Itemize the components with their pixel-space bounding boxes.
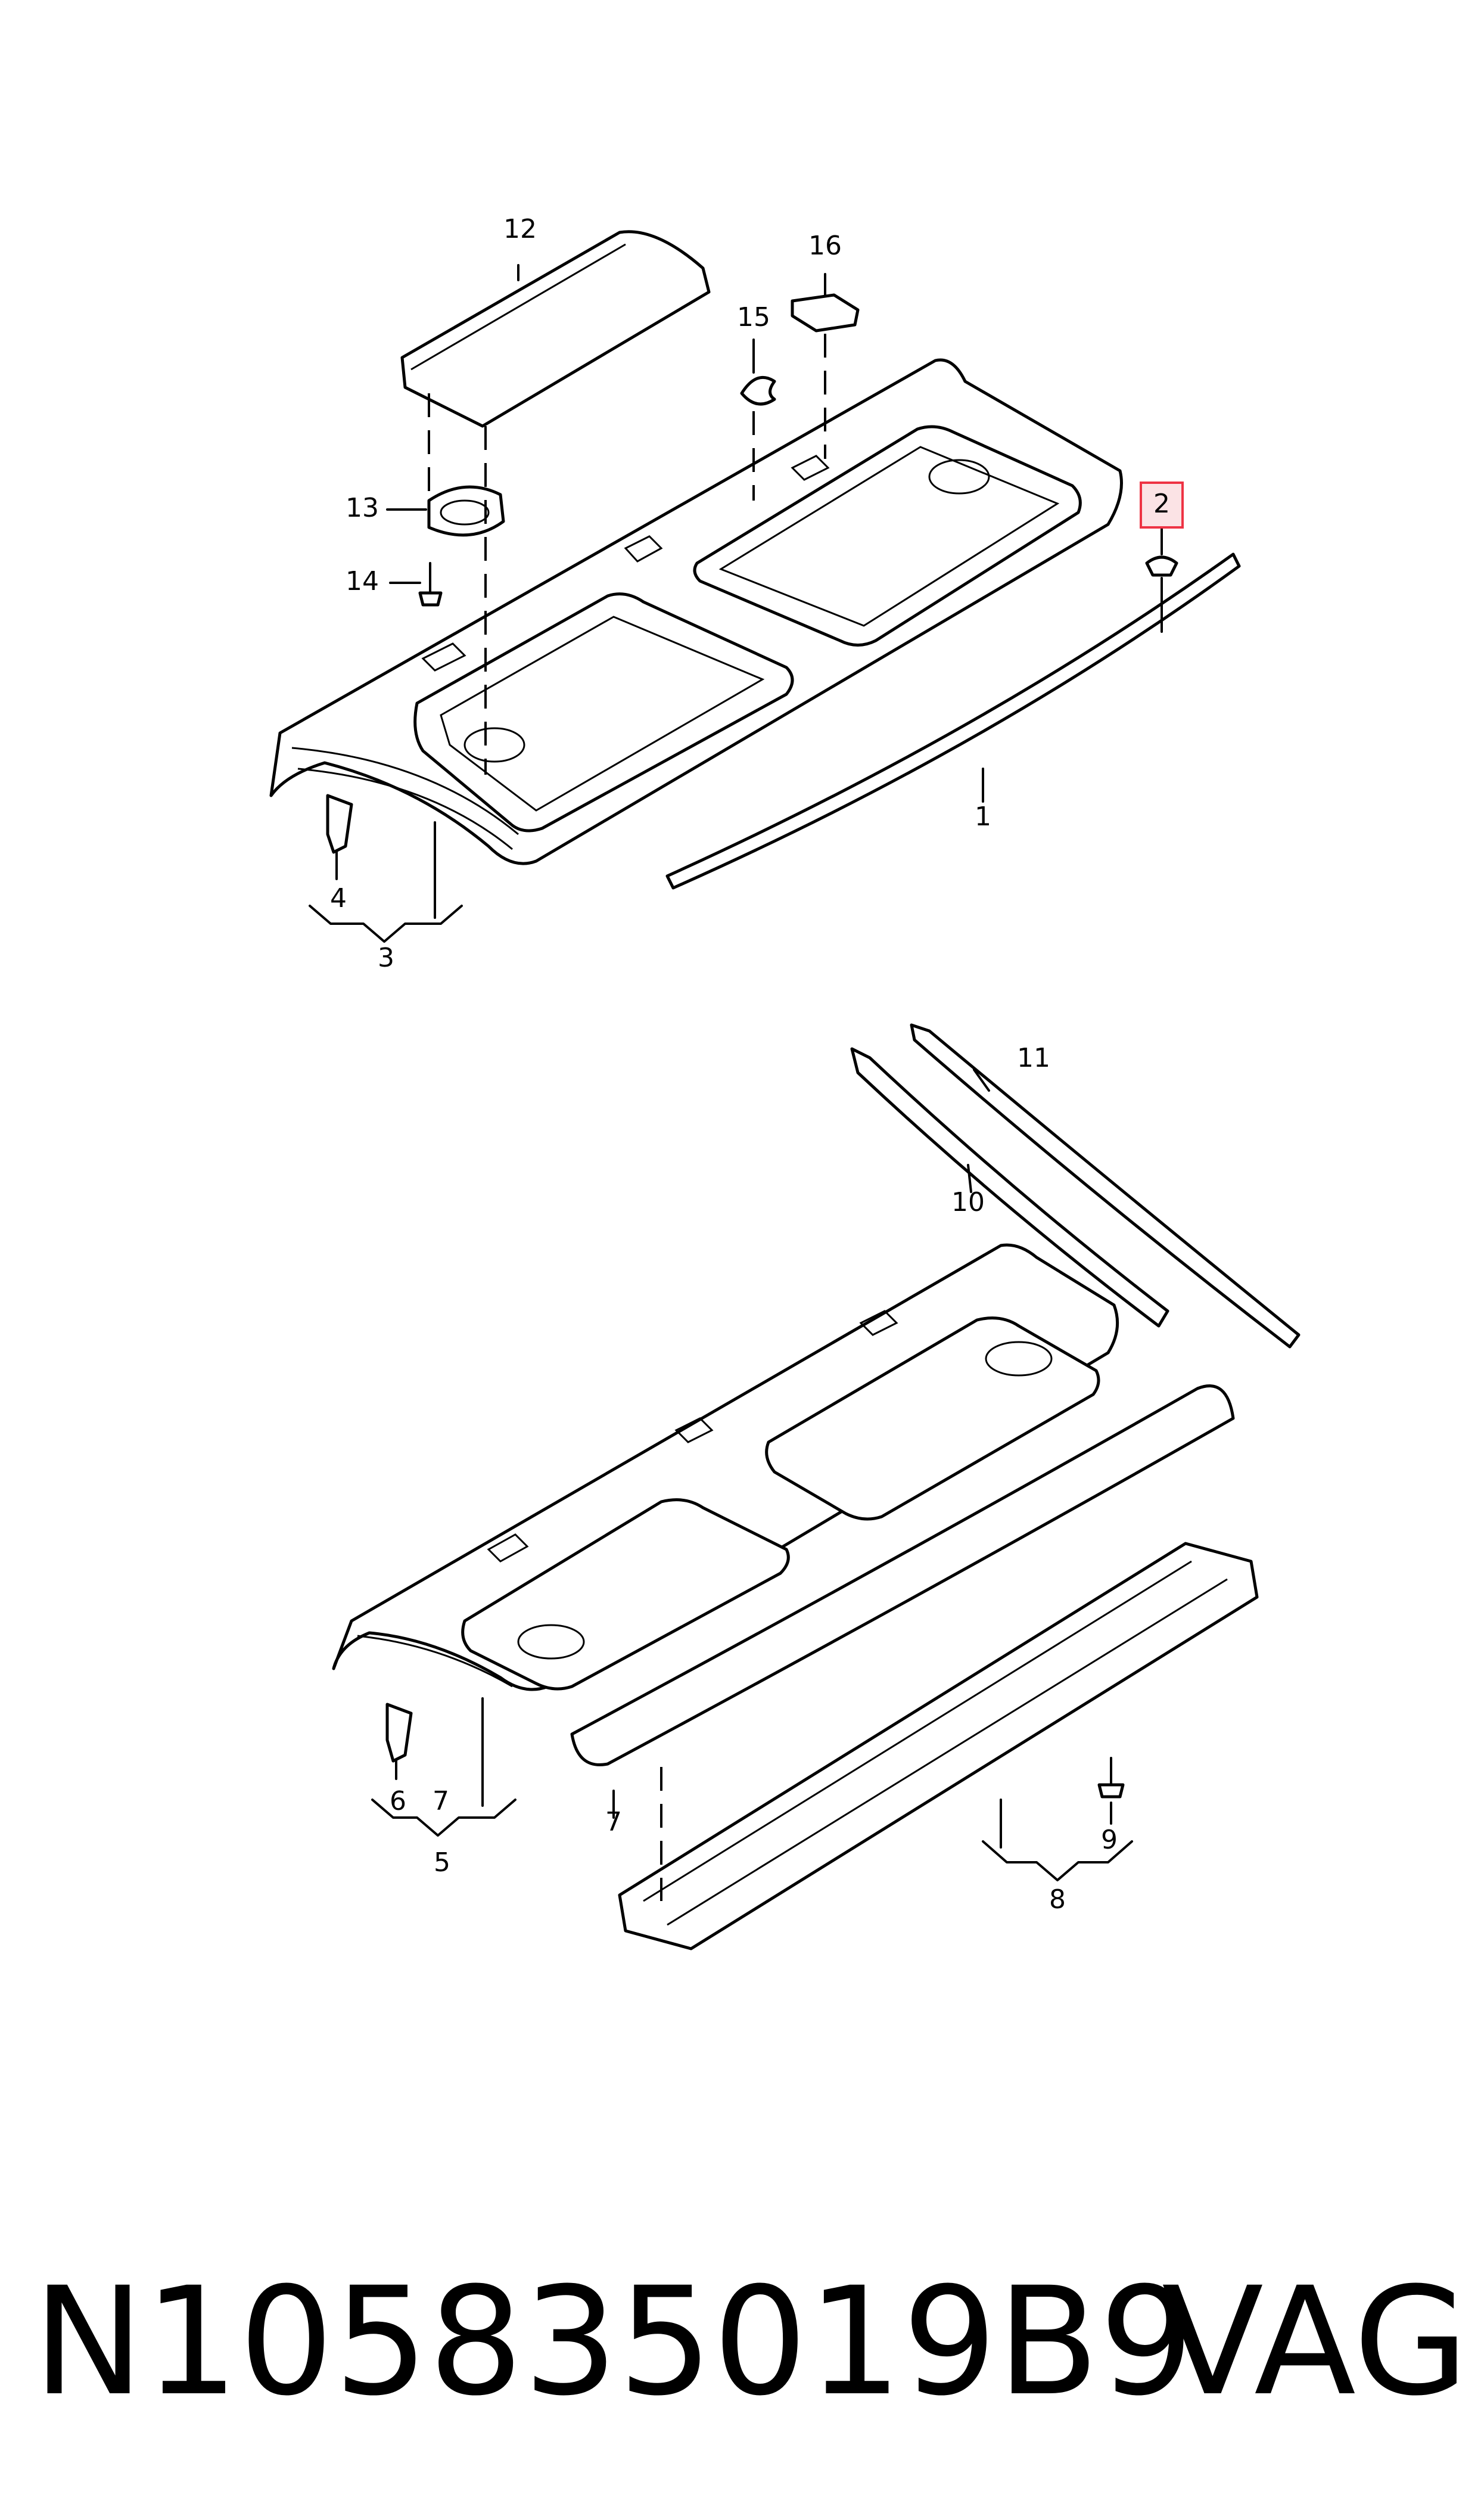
callout-16: 16 xyxy=(808,231,842,261)
callout-13: 13 xyxy=(346,493,379,523)
callout-7-bracket: 7 xyxy=(433,1786,449,1816)
callout-10: 10 xyxy=(951,1187,985,1217)
callout-9: 9 xyxy=(1101,1825,1118,1855)
callout-4: 4 xyxy=(330,883,347,914)
callout-3: 3 xyxy=(378,943,394,973)
callout-12: 12 xyxy=(503,214,537,244)
highlight-box xyxy=(1140,482,1184,529)
brand-label: VAG xyxy=(1162,2255,1469,2428)
rear-shelf-bottom xyxy=(332,1023,1301,1950)
part-number-label: N105835019B9 xyxy=(33,2255,1194,2428)
rear-shelf-top xyxy=(269,230,1241,943)
callout-14: 14 xyxy=(346,566,379,597)
callout-11: 11 xyxy=(1017,1043,1050,1073)
callout-5: 5 xyxy=(434,1847,450,1878)
callout-15: 15 xyxy=(737,302,770,333)
callout-6: 6 xyxy=(390,1786,406,1816)
callout-7: 7 xyxy=(605,1807,622,1837)
callout-1: 1 xyxy=(975,802,991,832)
callout-8: 8 xyxy=(1049,1884,1066,1915)
callout-2: 2 xyxy=(1153,489,1170,519)
